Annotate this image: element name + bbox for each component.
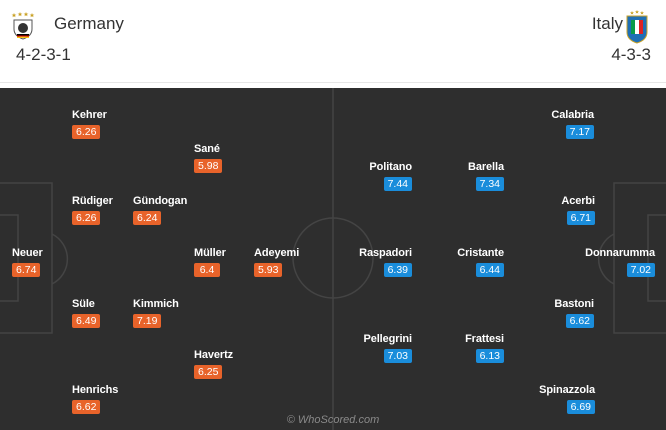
player-rating: 6.69 bbox=[566, 400, 595, 414]
player-rating: 7.44 bbox=[383, 177, 412, 191]
player-rating: 6.62 bbox=[72, 400, 101, 414]
home-formation: 4-2-3-1 bbox=[16, 45, 71, 64]
player-name: Cristante bbox=[457, 247, 504, 259]
away-penalty-box bbox=[613, 182, 666, 334]
away-player-donnarumma[interactable]: Donnarumma 7.02 bbox=[575, 247, 655, 283]
away-player-raspadori[interactable]: Raspadori 6.39 bbox=[332, 247, 412, 283]
player-name: Pellegrini bbox=[363, 333, 412, 345]
home-player-gundogan[interactable]: Gündogan 6.24 bbox=[133, 195, 213, 231]
player-rating: 7.03 bbox=[383, 349, 412, 363]
player-rating: 6.24 bbox=[133, 211, 162, 225]
home-player-kimmich[interactable]: Kimmich 7.19 bbox=[133, 298, 213, 334]
player-rating: 6.25 bbox=[194, 365, 223, 379]
player-rating: 6.44 bbox=[475, 263, 504, 277]
player-name: Henrichs bbox=[72, 384, 119, 396]
player-rating: 6.26 bbox=[72, 125, 101, 139]
home-player-henrichs[interactable]: Henrichs 6.62 bbox=[72, 384, 152, 420]
player-name: Gündogan bbox=[133, 195, 188, 207]
away-penalty-arc bbox=[597, 233, 615, 285]
player-name: Havertz bbox=[194, 349, 234, 361]
player-name: Adeyemi bbox=[254, 247, 300, 259]
player-rating: 6.62 bbox=[565, 314, 594, 328]
player-name: Müller bbox=[194, 247, 226, 259]
pitch: Kehrer 6.26 Sané 5.98 Rüdiger 6.26 Gündo… bbox=[0, 88, 666, 430]
away-player-spinazzola[interactable]: Spinazzola 6.69 bbox=[515, 384, 595, 420]
away-player-cristante[interactable]: Cristante 6.44 bbox=[424, 247, 504, 283]
match-header: Germany 4-2-3-1 Italy 4-3-3 bbox=[0, 0, 666, 82]
away-player-calabria[interactable]: Calabria 7.17 bbox=[514, 109, 594, 145]
player-name: Barella bbox=[468, 161, 504, 173]
player-rating: 7.19 bbox=[133, 314, 162, 328]
away-formation: 4-3-3 bbox=[611, 45, 651, 64]
player-rating: 7.17 bbox=[565, 125, 594, 139]
home-player-havertz[interactable]: Havertz 6.25 bbox=[194, 349, 274, 385]
player-rating: 6.71 bbox=[566, 211, 595, 225]
home-penalty-box bbox=[0, 182, 53, 334]
germany-crest-icon bbox=[11, 12, 35, 40]
player-rating: 6.74 bbox=[12, 263, 41, 277]
home-player-rudiger[interactable]: Rüdiger 6.26 bbox=[72, 195, 152, 231]
player-name: Rüdiger bbox=[72, 195, 113, 207]
center-circle bbox=[292, 217, 374, 299]
player-rating: 7.02 bbox=[626, 263, 655, 277]
player-name: Bastoni bbox=[554, 298, 594, 310]
watermark: © WhoScored.com bbox=[286, 414, 380, 426]
away-player-bastoni[interactable]: Bastoni 6.62 bbox=[514, 298, 594, 334]
player-rating: 6.26 bbox=[72, 211, 101, 225]
player-rating: 6.4 bbox=[194, 263, 220, 277]
player-name: Kehrer bbox=[72, 109, 107, 121]
home-player-sane[interactable]: Sané 5.98 bbox=[194, 143, 274, 179]
player-rating: 5.93 bbox=[254, 263, 283, 277]
player-name: Sané bbox=[194, 143, 220, 155]
player-name: Calabria bbox=[551, 109, 594, 121]
away-team-name[interactable]: Italy bbox=[591, 14, 623, 33]
away-player-pellegrini[interactable]: Pellegrini 7.03 bbox=[332, 333, 412, 369]
home-player-adeyemi[interactable]: Adeyemi 5.93 bbox=[254, 247, 334, 283]
player-rating: 5.98 bbox=[194, 159, 223, 173]
home-player-kehrer[interactable]: Kehrer 6.26 bbox=[72, 109, 152, 145]
pitch-markings bbox=[0, 88, 666, 430]
player-name: Spinazzola bbox=[539, 384, 595, 396]
header-divider bbox=[0, 82, 666, 83]
player-name: Süle bbox=[72, 298, 95, 310]
away-player-frattesi[interactable]: Frattesi 6.13 bbox=[424, 333, 504, 369]
away-player-barella[interactable]: Barella 7.34 bbox=[424, 161, 504, 197]
home-player-neuer[interactable]: Neuer 6.74 bbox=[12, 247, 92, 283]
home-goal-box bbox=[0, 214, 19, 302]
player-rating: 6.49 bbox=[72, 314, 101, 328]
home-player-sule[interactable]: Süle 6.49 bbox=[72, 298, 152, 334]
player-name: Frattesi bbox=[465, 333, 504, 345]
player-name: Acerbi bbox=[561, 195, 595, 207]
italy-crest-icon bbox=[626, 10, 648, 44]
player-rating: 6.39 bbox=[383, 263, 412, 277]
player-name: Donnarumma bbox=[585, 247, 655, 259]
player-rating: 6.13 bbox=[475, 349, 504, 363]
player-name: Kimmich bbox=[133, 298, 179, 310]
home-player-muller[interactable]: Müller 6.4 bbox=[194, 247, 274, 283]
away-player-acerbi[interactable]: Acerbi 6.71 bbox=[515, 195, 595, 231]
player-rating: 7.34 bbox=[475, 177, 504, 191]
player-name: Raspadori bbox=[359, 247, 412, 259]
away-player-politano[interactable]: Politano 7.44 bbox=[332, 161, 412, 197]
home-penalty-arc bbox=[51, 233, 69, 285]
player-name: Neuer bbox=[12, 247, 43, 259]
home-team-name[interactable]: Germany bbox=[54, 14, 124, 33]
player-name: Politano bbox=[369, 161, 412, 173]
away-goal-box bbox=[647, 214, 666, 302]
